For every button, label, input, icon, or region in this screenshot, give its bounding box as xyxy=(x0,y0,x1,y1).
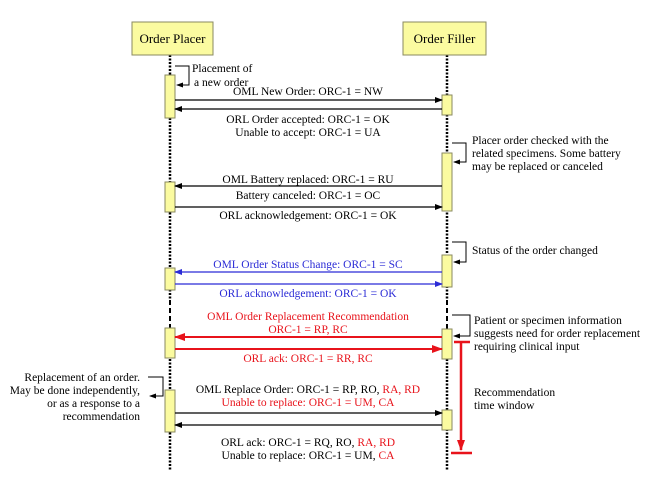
activation-filler-4 xyxy=(441,328,453,360)
activation-placer-2 xyxy=(164,181,176,213)
note-line: related specimens. Some battery xyxy=(472,148,621,160)
label-segment: RA, RD xyxy=(357,437,395,449)
note-line: Replacement of an order. xyxy=(24,372,140,384)
message-label: ORL ack: ORC-1 = RR, RC xyxy=(243,353,373,365)
note-line: time window xyxy=(474,400,535,412)
note-patient-info: Patient or specimen information suggests… xyxy=(474,315,641,353)
note-status-changed: Status of the order changed xyxy=(472,245,598,257)
activation-placer-3 xyxy=(164,267,176,291)
activation-filler-5 xyxy=(441,409,453,431)
message-label: ORL acknowledgement: ORC-1 = OK xyxy=(219,288,397,300)
activation-filler-3 xyxy=(441,254,453,288)
label-segment: CA xyxy=(378,450,395,462)
label-segment: Battery canceled: ORC-1 = OC xyxy=(236,190,381,202)
note-time-window: Recommendation time window xyxy=(474,387,555,412)
message-label: OML New Order: ORC-1 = NW xyxy=(233,86,383,98)
activation-filler-2 xyxy=(441,152,453,212)
label-segment: OML Order Replacement Recommendation xyxy=(207,311,409,323)
note-line: Status of the order changed xyxy=(472,245,598,257)
note-placer-checked: Placer order checked with the related sp… xyxy=(472,135,621,173)
label-segment: ORL Order accepted: ORC-1 = OK xyxy=(226,114,390,126)
label-segment: OML Replace Order: ORC-1 = RP, RO, xyxy=(196,384,383,396)
participant-order-filler: Order Filler xyxy=(402,21,487,56)
self-call-patient-info xyxy=(452,314,471,339)
message-label: ORL Order accepted: ORC-1 = OK xyxy=(226,114,390,126)
activation-filler-1 xyxy=(441,94,453,116)
note-line: Placer order checked with the xyxy=(472,135,609,147)
self-call-brackets xyxy=(148,65,471,399)
message-label: OML Replace Order: ORC-1 = RP, RO, RA, R… xyxy=(196,384,420,396)
activation-boxes xyxy=(164,74,453,433)
note-line: requiring clinical input xyxy=(474,341,580,353)
note-line: Placement of xyxy=(192,63,253,75)
note-line: suggests need for order replacement xyxy=(474,328,641,340)
message-label: ORL acknowledgement: ORC-1 = OK xyxy=(219,210,397,222)
participant-label: Order Placer xyxy=(139,31,206,46)
activation-placer-4 xyxy=(164,327,176,359)
label-segment: RA, RD xyxy=(382,384,420,396)
label-segment: ORL ack: ORC-1 = RQ, RO, xyxy=(221,437,357,449)
label-segment: OML Order Status Change: ORC-1 = SC xyxy=(213,259,403,271)
self-call-placer-checked xyxy=(452,142,467,165)
note-line: Recommendation xyxy=(474,387,555,399)
note-placement: Placement of a new order xyxy=(192,63,253,89)
message-label: OML Order Status Change: ORC-1 = SC xyxy=(213,259,403,271)
label-segment: OML Battery replaced: ORC-1 = RU xyxy=(222,174,394,186)
self-call-placement xyxy=(175,65,190,88)
message-label: ORC-1 = RP, RC xyxy=(268,324,348,336)
self-call-status-changed xyxy=(452,241,467,265)
note-line: a new order xyxy=(194,77,248,89)
message-label: Unable to replace: ORC-1 = UM, CA xyxy=(222,450,396,462)
message-label: OML Order Replacement Recommendation xyxy=(207,311,409,323)
recommendation-time-window xyxy=(451,340,472,455)
label-segment: Unable to replace: ORC-1 = UM, CA xyxy=(222,397,396,409)
note-line: may be replaced or canceled xyxy=(472,161,603,173)
label-segment: OML New Order: ORC-1 = NW xyxy=(233,86,383,98)
self-call-replacement xyxy=(148,376,164,399)
message-label: Unable to accept: ORC-1 = UA xyxy=(235,127,381,139)
message-label: ORL ack: ORC-1 = RQ, RO, RA, RD xyxy=(221,437,395,449)
message-label: Battery canceled: ORC-1 = OC xyxy=(236,190,381,202)
label-segment: Unable to replace: ORC-1 = UM, xyxy=(222,450,379,462)
label-segment: ORL ack: ORC-1 = RR, RC xyxy=(243,353,373,365)
label-segment: ORL acknowledgement: ORC-1 = OK xyxy=(219,210,397,222)
participant-order-placer: Order Placer xyxy=(131,21,214,56)
activation-placer-5 xyxy=(164,389,176,433)
participant-label: Order Filler xyxy=(414,31,476,46)
note-replacement: Replacement of an order. May be done ind… xyxy=(10,372,140,423)
message-label: OML Battery replaced: ORC-1 = RU xyxy=(222,174,394,186)
label-segment: ORL acknowledgement: ORC-1 = OK xyxy=(219,288,397,300)
note-line: or as a response to a xyxy=(47,398,140,410)
note-line: May be done independently, xyxy=(10,385,140,397)
note-line: Patient or specimen information xyxy=(474,315,622,327)
note-line: recommendation xyxy=(63,411,141,423)
activation-placer-1 xyxy=(164,74,176,119)
label-segment: Unable to accept: ORC-1 = UA xyxy=(235,127,381,139)
messages: OML New Order: ORC-1 = NW ORL Order accep… xyxy=(174,86,443,462)
message-label: Unable to replace: ORC-1 = UM, CA xyxy=(222,397,396,409)
label-segment: ORC-1 = RP, RC xyxy=(268,324,348,336)
